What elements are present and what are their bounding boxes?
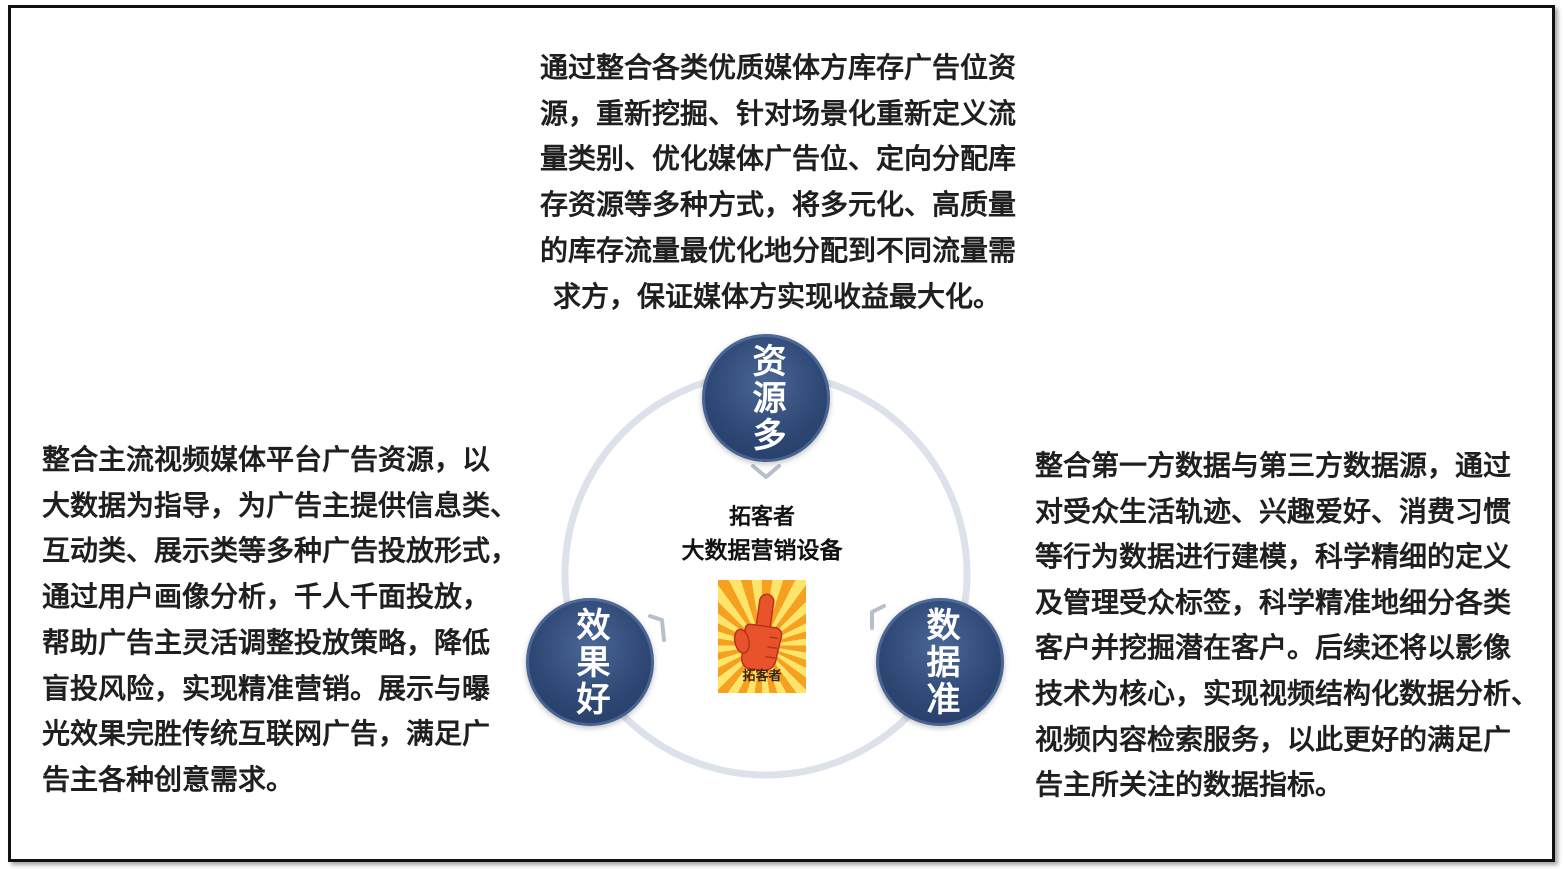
right-description-line: 客户并挖掘潜在客户。后续还将以影像 xyxy=(1035,631,1512,665)
left-description-line: 盲投风险，实现精准营销。展示与曝 xyxy=(42,671,491,705)
top-description-line: 通过整合各类优质媒体方库存广告位资 xyxy=(540,51,1017,84)
right-description-line: 告主所关注的数据指标。 xyxy=(1035,768,1344,802)
hand-thumb xyxy=(733,628,750,654)
node-effect-label: 效果好 xyxy=(570,606,610,718)
right-description-line: 等行为数据进行建模，科学精细的定义 xyxy=(1035,540,1512,574)
node-resources: 资源多 xyxy=(702,334,830,462)
left-description-line: 互动类、展示类等多种广告投放形式， xyxy=(42,534,519,568)
top-description-line: 存资源等多种方式，将多元化、高质量 xyxy=(540,188,1017,222)
ring-arrow-right xyxy=(870,604,886,630)
right-description-line: 对受众生活轨迹、兴趣爱好、消费习惯 xyxy=(1035,494,1512,528)
ring-arrow-left xyxy=(648,614,666,642)
left-description-line: 告主各种创意需求。 xyxy=(42,762,295,796)
center-subtitle: 大数据营销设备 xyxy=(681,538,843,564)
right-description-line: 技术为核心，实现视频结构化数据分析、 xyxy=(1035,676,1540,710)
left-description-line: 整合主流视频媒体平台广告资源，以 xyxy=(42,443,491,476)
top-description-line: 源，重新挖掘、针对场景化重新定义流 xyxy=(540,96,1017,130)
top-description-line: 求方，保证媒体方实现收益最大化。 xyxy=(553,279,1002,313)
hand-palm xyxy=(741,623,783,672)
node-resources-label: 资源多 xyxy=(746,342,786,454)
brand-logo: 拓客者 xyxy=(718,580,806,693)
right-description: 整合第一方数据与第三方数据源，通过 对受众生活轨迹、兴趣爱好、消费习惯 等行为数… xyxy=(1035,443,1539,808)
center-title: 拓客者 xyxy=(728,505,795,530)
right-description-line: 整合第一方数据与第三方数据源，通过 xyxy=(1035,449,1512,482)
top-description-line: 量类别、优化媒体广告位、定向分配库 xyxy=(540,142,1017,176)
top-description: 通过整合各类优质媒体方库存广告位资 源，重新挖掘、针对场景化重新定义流 量类别、… xyxy=(540,45,1016,319)
right-description-line: 视频内容检索服务，以此更好的满足广 xyxy=(1035,722,1512,756)
node-effect: 效果好 xyxy=(526,598,654,726)
left-description-line: 通过用户画像分析，千人千面投放， xyxy=(42,580,491,614)
left-description-line: 帮助广告主灵活调整投放策略，降低 xyxy=(42,625,491,659)
logo-label: 拓客者 xyxy=(742,669,782,684)
left-description-line: 大数据为指导，为广告主提供信息类、 xyxy=(42,488,519,522)
right-description-line: 及管理受众标签，科学精准地细分各类 xyxy=(1035,585,1512,619)
node-data: 数据准 xyxy=(876,598,1004,726)
left-description-line: 光效果完胜传统互联网广告，满足广 xyxy=(42,717,491,751)
top-description-line: 的库存流量最优化地分配到不同流量需 xyxy=(540,233,1017,267)
node-data-label: 数据准 xyxy=(920,606,960,718)
pointing-hand-icon xyxy=(733,593,783,672)
hand-knuckles xyxy=(764,636,778,659)
ring-arrow-top xyxy=(751,464,781,479)
left-description: 整合主流视频媒体平台广告资源，以 大数据为指导，为广告主提供信息类、 互动类、展… xyxy=(42,437,518,803)
